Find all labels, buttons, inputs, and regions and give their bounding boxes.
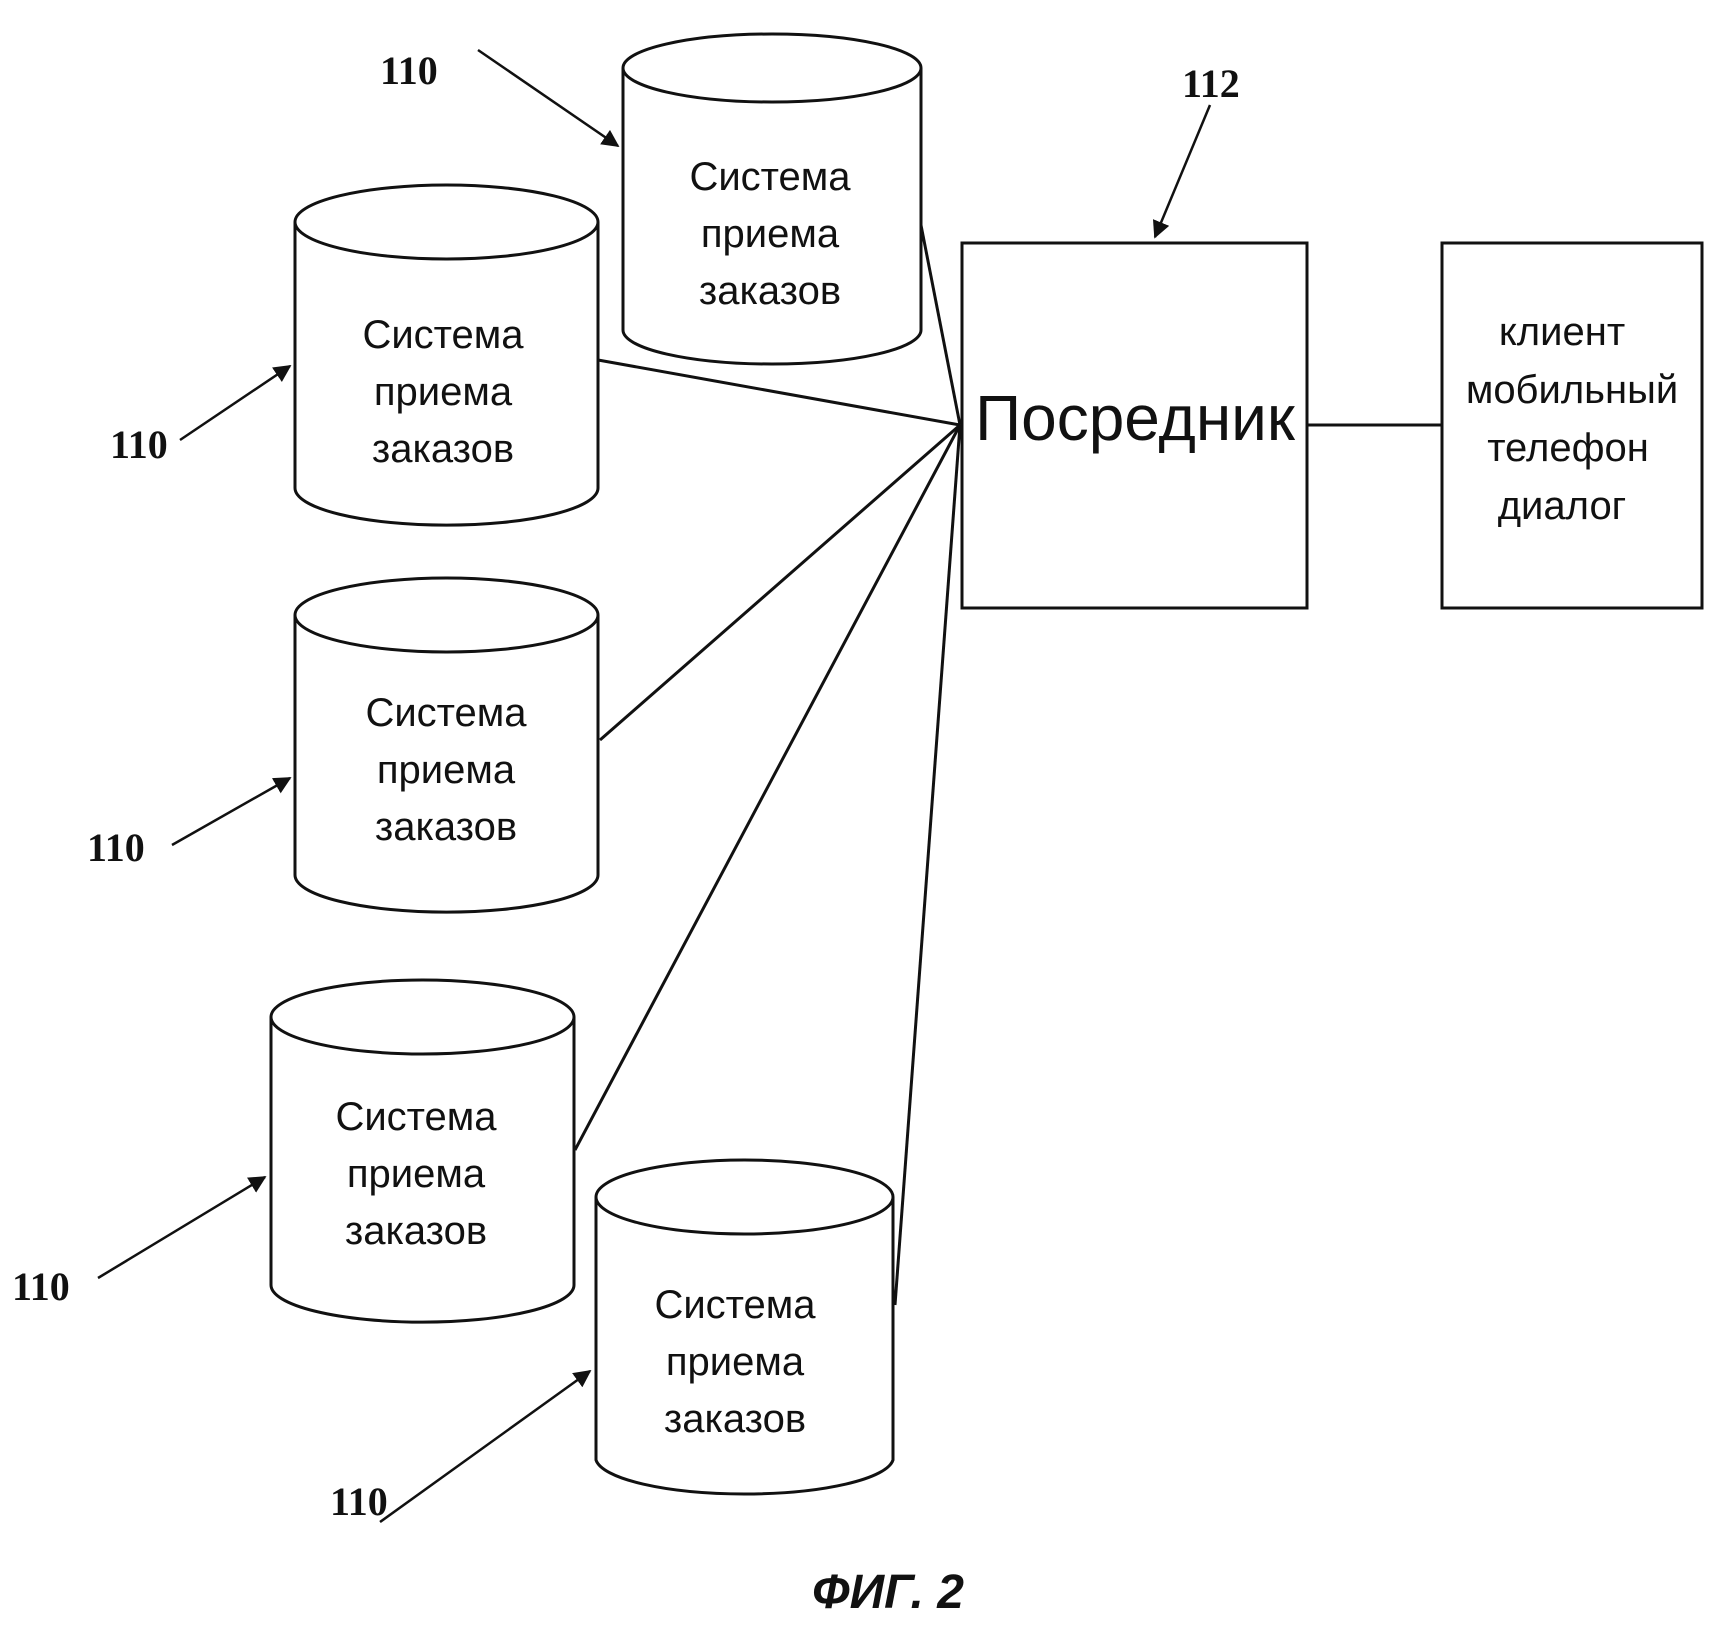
ref-110-middle: 110 [87, 825, 145, 870]
db-label-line-1: Система [335, 1095, 497, 1139]
connector-db-bottom-to-broker [895, 425, 960, 1305]
db-label-line-2: приема [347, 1152, 486, 1196]
leader-arrow-110-top [478, 50, 618, 146]
ref-110-lower: 110 [12, 1264, 70, 1309]
connector-db-upper-to-broker [598, 360, 960, 425]
cylinder-top [596, 1160, 893, 1234]
connector-db-lower-to-broker [575, 425, 960, 1150]
cylinder-top [295, 578, 598, 652]
db-label-line-2: приема [377, 748, 516, 792]
figure-caption: ФИГ. 2 [812, 1566, 964, 1619]
ref-110-top: 110 [380, 48, 438, 93]
database-cylinder-bottom: Система приема заказов [596, 1160, 893, 1494]
db-label-line-2: приема [701, 212, 840, 256]
db-label-line-1: Система [689, 155, 851, 199]
client-label-line-1: клиент [1499, 310, 1625, 354]
ref-110-bottom: 110 [330, 1479, 388, 1524]
client-label-line-3: телефон [1487, 426, 1649, 470]
broker-label: Посредник [975, 382, 1296, 454]
db-label-line-1: Система [654, 1283, 816, 1327]
ref-112: 112 [1182, 61, 1240, 106]
database-cylinder-upper: Система приема заказов [295, 185, 598, 525]
connector-db-middle-to-broker [600, 425, 960, 740]
connector-db-top-to-broker [920, 220, 960, 425]
leader-arrow-110-bottom [380, 1371, 590, 1522]
db-label-line-1: Система [365, 691, 527, 735]
client-node: клиент мобильный телефон диалог [1442, 243, 1702, 608]
db-label-line-2: приема [374, 370, 513, 414]
leader-arrow-110-lower [98, 1177, 265, 1278]
database-cylinder-lower: Система приема заказов [271, 980, 574, 1322]
database-cylinder-top: Система приема заказов [623, 34, 921, 364]
cylinder-top [295, 185, 598, 259]
db-label-line-3: заказов [664, 1397, 806, 1441]
database-cylinder-middle: Система приема заказов [295, 578, 598, 912]
db-label-line-3: заказов [345, 1209, 487, 1253]
leader-arrow-110-upper [180, 366, 290, 440]
client-label-line-2: мобильный [1466, 368, 1678, 412]
db-label-line-1: Система [362, 313, 524, 357]
ref-110-upper: 110 [110, 422, 168, 467]
broker-node: Посредник [962, 243, 1307, 608]
leader-arrow-112 [1155, 105, 1210, 237]
cylinder-top [623, 34, 921, 102]
cylinder-top [271, 980, 574, 1054]
db-label-line-3: заказов [375, 805, 517, 849]
db-label-line-2: приема [666, 1340, 805, 1384]
client-label-line-4: диалог [1498, 484, 1627, 528]
db-label-line-3: заказов [372, 427, 514, 471]
leader-arrow-110-middle [172, 778, 290, 845]
db-label-line-3: заказов [699, 269, 841, 313]
